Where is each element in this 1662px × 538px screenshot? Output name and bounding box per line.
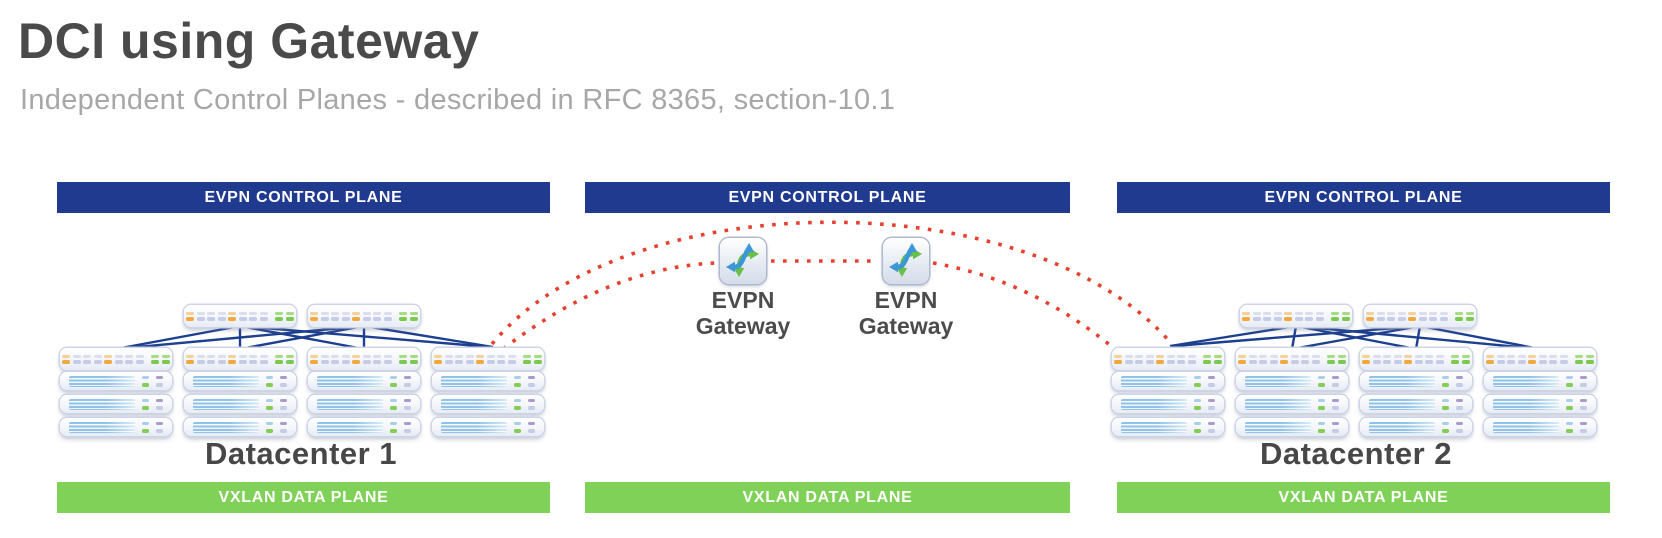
server-icon — [1484, 395, 1596, 413]
fabric-links-dc2 — [1169, 324, 1541, 351]
server-icon — [1112, 418, 1224, 436]
data-plane-banner-left: VXLAN DATA PLANE — [57, 482, 550, 513]
page-title: DCI using Gateway — [18, 13, 480, 69]
evpn-gateway-icon — [883, 238, 929, 284]
server-icon — [1360, 372, 1472, 390]
evpn-gateway-icon — [720, 238, 766, 284]
server-icon — [184, 372, 296, 390]
server-icon — [184, 418, 296, 436]
leaf-switch-icon — [60, 348, 172, 370]
server-icon — [432, 418, 544, 436]
evpn-gateway-label: EVPN Gateway — [668, 287, 818, 339]
spine-switch-icon — [1240, 305, 1352, 327]
server-icon — [60, 418, 172, 436]
gateway-label-line2: Gateway — [858, 313, 954, 339]
server-icon — [184, 395, 296, 413]
datacenter-1-label: Datacenter 1 — [204, 436, 398, 471]
gateway-label-line1: EVPN — [711, 287, 775, 313]
control-plane-banner-left: EVPN CONTROL PLANE — [57, 182, 550, 213]
server-icon — [1236, 395, 1348, 413]
server-icon — [1236, 372, 1348, 390]
page-subtitle: Independent Control Planes - described i… — [20, 84, 896, 116]
server-icon — [308, 418, 420, 436]
fabric-links-dc1 — [115, 324, 494, 351]
server-icon — [1112, 395, 1224, 413]
routing-arrows-icon — [889, 243, 922, 277]
dci-left-gateway-link — [501, 261, 716, 351]
server-icon — [432, 372, 544, 390]
server-icon — [60, 372, 172, 390]
gateway-label-line1: EVPN — [874, 287, 938, 313]
data-plane-banner-right: VXLAN DATA PLANE — [1117, 482, 1610, 513]
gateway-label-line2: Gateway — [695, 313, 791, 339]
routing-arrows-icon — [726, 243, 759, 277]
leaf-switch-icon — [1484, 348, 1596, 370]
server-icon — [1236, 418, 1348, 436]
server-icon — [60, 395, 172, 413]
control-plane-banner-right: EVPN CONTROL PLANE — [1117, 182, 1610, 213]
leaf-switch-icon — [1360, 348, 1472, 370]
leaf-switch-icon — [1112, 348, 1224, 370]
server-icon — [308, 372, 420, 390]
server-icon — [432, 395, 544, 413]
datacenter-2-label: Datacenter 2 — [1259, 436, 1453, 471]
server-icon — [1112, 372, 1224, 390]
data-plane-banner-middle: VXLAN DATA PLANE — [585, 482, 1070, 513]
server-icon — [1484, 372, 1596, 390]
server-icon — [1360, 395, 1472, 413]
server-icon — [1360, 418, 1472, 436]
leaf-switch-icon — [184, 348, 296, 370]
dci-dotted-links — [490, 220, 1172, 352]
spine-switch-icon — [184, 305, 296, 327]
dci-right-gateway-link — [932, 261, 1118, 352]
spine-switch-icon — [1364, 305, 1476, 327]
leaf-switch-icon — [1236, 348, 1348, 370]
leaf-switch-icon — [432, 348, 544, 370]
spine-switch-icon — [308, 305, 420, 327]
control-plane-banner-middle: EVPN CONTROL PLANE — [585, 182, 1070, 213]
leaf-switch-icon — [308, 348, 420, 370]
evpn-gateway-label: EVPN Gateway — [831, 287, 981, 339]
server-icon — [1484, 418, 1596, 436]
server-icon — [308, 395, 420, 413]
